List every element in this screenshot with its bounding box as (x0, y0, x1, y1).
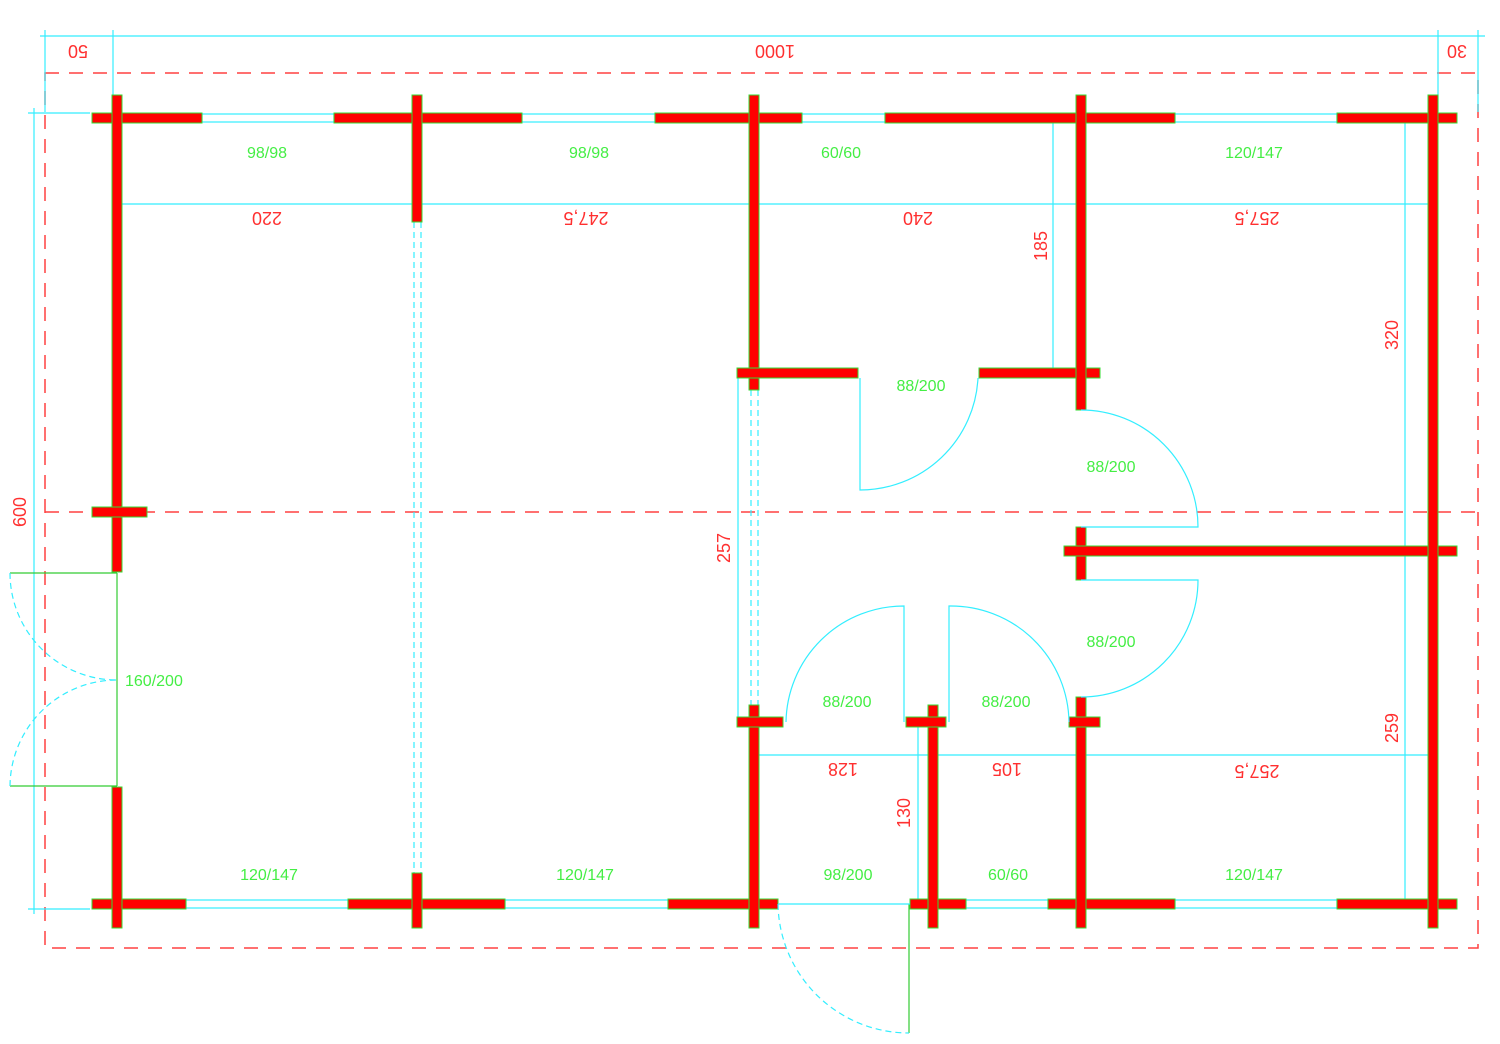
dim-257: 257 (714, 533, 734, 563)
label-bottom-door: 98/200 (824, 867, 873, 884)
label-entrance-door: 160/200 (125, 673, 183, 690)
label-door-upper: 88/200 (897, 378, 946, 395)
dim-185: 185 (1031, 231, 1051, 261)
dim-room1-width: 220 (252, 208, 282, 228)
dim-bottom-105: 105 (992, 759, 1022, 779)
dim-130: 130 (894, 798, 914, 828)
windows (185, 113, 1338, 909)
walls (91, 94, 1458, 929)
dim-total-height: 600 (10, 497, 30, 527)
dimension-lines (117, 118, 1433, 904)
label-window-3: 60/60 (821, 145, 861, 162)
label-bottom-window-2: 120/147 (556, 867, 614, 884)
label-door-right-upper: 88/200 (1087, 459, 1136, 476)
label-door-lower-mid: 88/200 (982, 694, 1031, 711)
dim-room2-width: 247,5 (563, 208, 608, 228)
dim-bottom-128: 128 (828, 759, 858, 779)
dim-259: 259 (1382, 713, 1402, 743)
doors (9, 377, 1199, 1034)
dim-room4-width: 257,5 (1234, 208, 1279, 228)
label-window-2: 98/98 (569, 145, 609, 162)
label-door-lower-left: 88/200 (823, 694, 872, 711)
label-door-right-lower: 88/200 (1087, 634, 1136, 651)
dim-total-width: 1000 (755, 41, 795, 61)
label-bottom-window-1: 120/147 (240, 867, 298, 884)
dim-left-margin: 50 (68, 41, 88, 61)
label-window-1: 98/98 (247, 145, 287, 162)
dim-bottom-257-5: 257,5 (1234, 761, 1279, 781)
dim-right-margin: 30 (1447, 41, 1467, 61)
label-window-4: 120/147 (1225, 145, 1283, 162)
dim-320: 320 (1382, 320, 1402, 350)
label-bottom-window-3: 60/60 (988, 867, 1028, 884)
roof-outline (44, 72, 1479, 949)
dim-room3-width: 240 (903, 208, 933, 228)
label-bottom-window-4: 120/147 (1225, 867, 1283, 884)
